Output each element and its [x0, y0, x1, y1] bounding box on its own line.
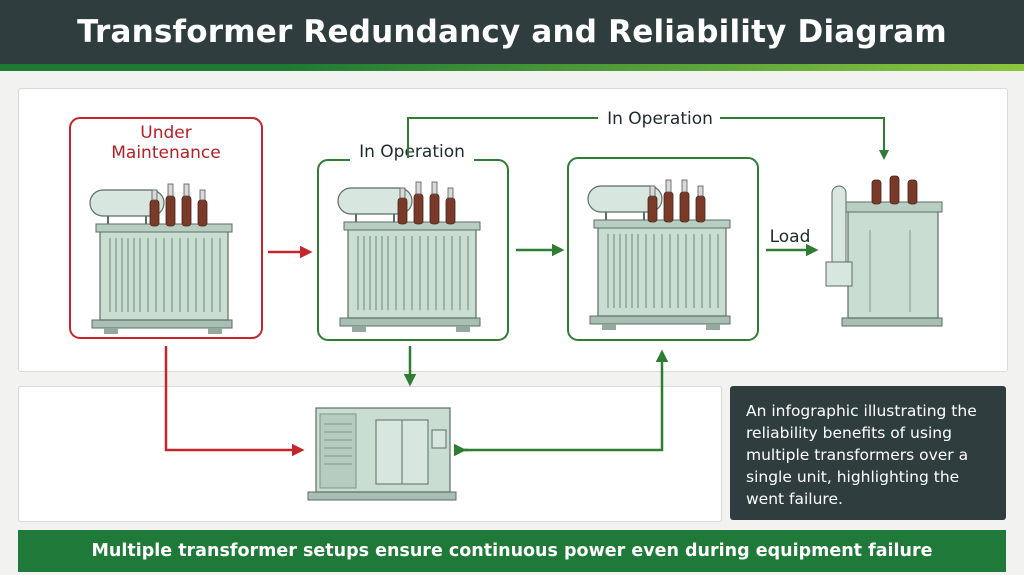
- footer-banner: Multiple transformer setups ensure conti…: [18, 530, 1006, 572]
- top-bracket-left: [407, 117, 598, 158]
- maintenance-label-line2: Maintenance: [111, 143, 220, 163]
- transformer-maintenance: [89, 183, 233, 335]
- load-transformer: [825, 175, 943, 327]
- top-bracket-right: [720, 117, 889, 160]
- operation-label: In Operation: [359, 142, 465, 162]
- cabinet-unit: [307, 407, 457, 501]
- maintenance-frame: [69, 117, 263, 339]
- maintenance-label-line1: Under: [140, 123, 191, 143]
- arrow-maintenance-to-cabinet: [164, 346, 305, 457]
- info-text: An infographic illustrating the reliabil…: [746, 402, 977, 508]
- page-title: Transformer Redundancy and Reliability D…: [0, 0, 1024, 64]
- transformer-operation-1: [337, 181, 481, 333]
- transformer-operation-2: [587, 179, 731, 331]
- header-stripe: [0, 64, 1024, 71]
- arrow-cabinet-to-operation: [464, 349, 669, 452]
- operation-frame-2: [567, 157, 759, 341]
- load-label: Load: [770, 227, 811, 247]
- top-operation-label: In Operation: [607, 109, 713, 129]
- info-box: An infographic illustrating the reliabil…: [730, 386, 1006, 520]
